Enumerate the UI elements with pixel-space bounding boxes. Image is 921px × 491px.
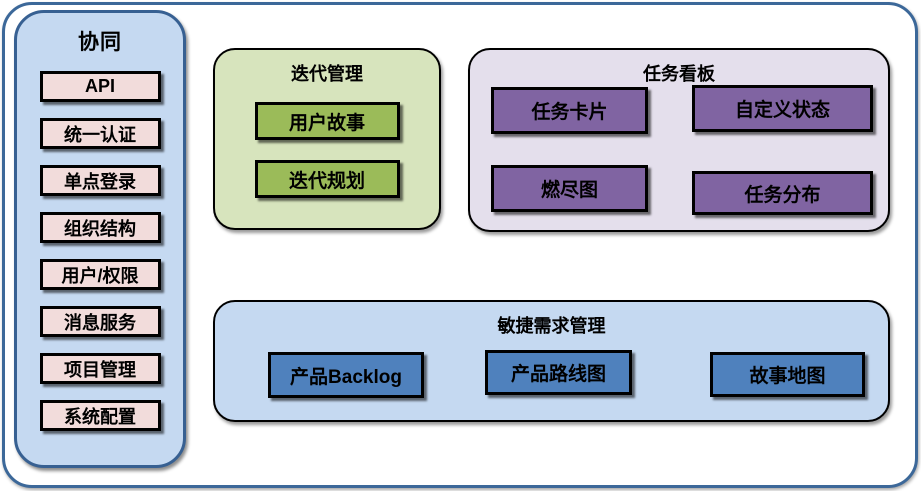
sidebar-item-user-permission: 用户/权限 [39, 259, 161, 290]
agile-requirements-title: 敏捷需求管理 [497, 316, 606, 336]
sidebar-item-message-service: 消息服务 [39, 306, 161, 337]
sidebar-item-org-structure: 组织结构 [39, 212, 161, 243]
feature-story-map: 故事地图 [710, 352, 865, 397]
collaboration-item-list: API 统一认证 单点登录 组织结构 用户/权限 消息服务 项目管理 系统配置 [17, 71, 183, 431]
sidebar-item-project-management: 项目管理 [39, 353, 161, 384]
feature-product-backlog: 产品Backlog [268, 352, 424, 398]
feature-custom-status: 自定义状态 [692, 85, 873, 132]
task-kanban-panel: 任务看板 任务卡片 自定义状态 燃尽图 任务分布 [468, 48, 890, 232]
feature-user-story: 用户故事 [254, 102, 400, 140]
feature-burndown-chart: 燃尽图 [491, 165, 648, 212]
sidebar-item-unified-auth: 统一认证 [39, 118, 161, 149]
sidebar-item-sso: 单点登录 [39, 165, 161, 196]
sidebar-item-api: API [39, 71, 161, 102]
feature-iteration-planning: 迭代规划 [254, 160, 400, 198]
task-kanban-title: 任务看板 [643, 64, 715, 84]
sidebar-item-system-config: 系统配置 [39, 400, 161, 431]
iteration-management-title: 迭代管理 [291, 64, 363, 84]
feature-product-roadmap: 产品路线图 [485, 350, 632, 395]
feature-task-card: 任务卡片 [491, 87, 648, 134]
feature-task-distribution: 任务分布 [692, 171, 873, 215]
agile-requirements-panel: 敏捷需求管理 产品Backlog 产品路线图 故事地图 [213, 300, 890, 422]
iteration-management-panel: 迭代管理 用户故事 迭代规划 [213, 48, 441, 230]
iteration-item-list: 用户故事 迭代规划 [215, 102, 439, 198]
collaboration-panel-title: 协同 [78, 31, 122, 54]
collaboration-panel: 协同 API 统一认证 单点登录 组织结构 用户/权限 消息服务 项目管理 系统… [14, 10, 186, 468]
